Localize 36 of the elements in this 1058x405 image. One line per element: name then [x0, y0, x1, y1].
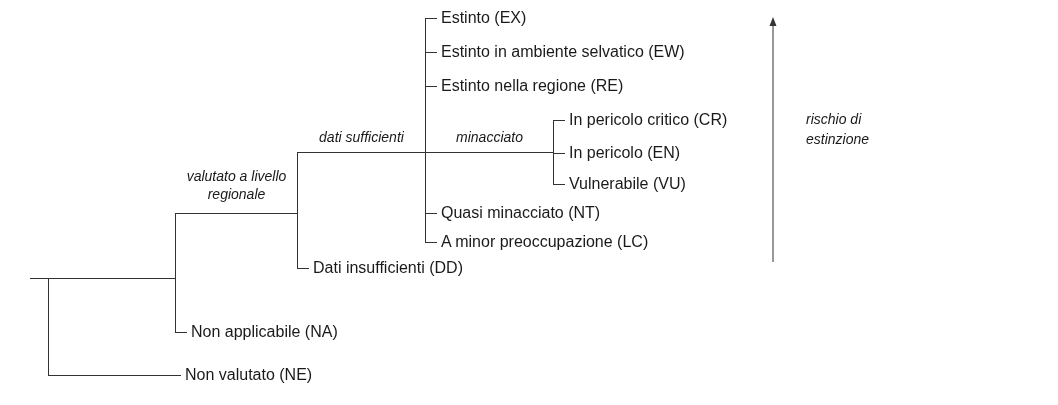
tree-junction-line [175, 213, 176, 333]
tree-junction-line [553, 120, 554, 185]
category-label: Vulnerabile (VU) [565, 172, 690, 196]
tree-branch-line [425, 152, 554, 153]
tree-branch-line [48, 375, 182, 376]
tree-branch-line [553, 153, 566, 154]
edge-label: dati sufficienti [318, 128, 405, 147]
tree-branch-line [175, 213, 298, 214]
tree-branch-line [48, 278, 176, 279]
tree-branch-line [297, 268, 310, 269]
tree-branch-line [553, 120, 566, 121]
tree-junction-line [297, 152, 298, 269]
category-label: Estinto (EX) [437, 6, 531, 30]
tree-branch-line [425, 18, 438, 19]
edge-label: minacciato [455, 128, 524, 147]
tree-branch-line [425, 213, 438, 214]
tree-branch-line [553, 184, 566, 185]
tree-branch-line [175, 332, 188, 333]
tree-branch-line [297, 152, 426, 153]
category-label: Dati insufficienti (DD) [309, 256, 467, 280]
category-label: Quasi minacciato (NT) [437, 201, 605, 225]
edge-label: valutato a livello regionale [185, 167, 288, 204]
category-label: In pericolo critico (CR) [565, 108, 732, 132]
category-label: Non applicabile (NA) [187, 320, 342, 344]
tree-branch-line [425, 242, 438, 243]
axis-label: rischio di estinzione [806, 110, 871, 149]
category-label: Non valutato (NE) [181, 363, 317, 387]
category-label: Estinto nella regione (RE) [437, 74, 628, 98]
category-label: In pericolo (EN) [565, 141, 685, 165]
tree-branch-line [29, 278, 49, 279]
category-label: Estinto in ambiente selvatico (EW) [437, 40, 689, 64]
category-label: A minor preoccupazione (LC) [437, 230, 653, 254]
tree-branch-line [425, 52, 438, 53]
tree-branch-line [425, 86, 438, 87]
tree-junction-line [425, 18, 426, 243]
tree-junction-line [48, 278, 49, 376]
